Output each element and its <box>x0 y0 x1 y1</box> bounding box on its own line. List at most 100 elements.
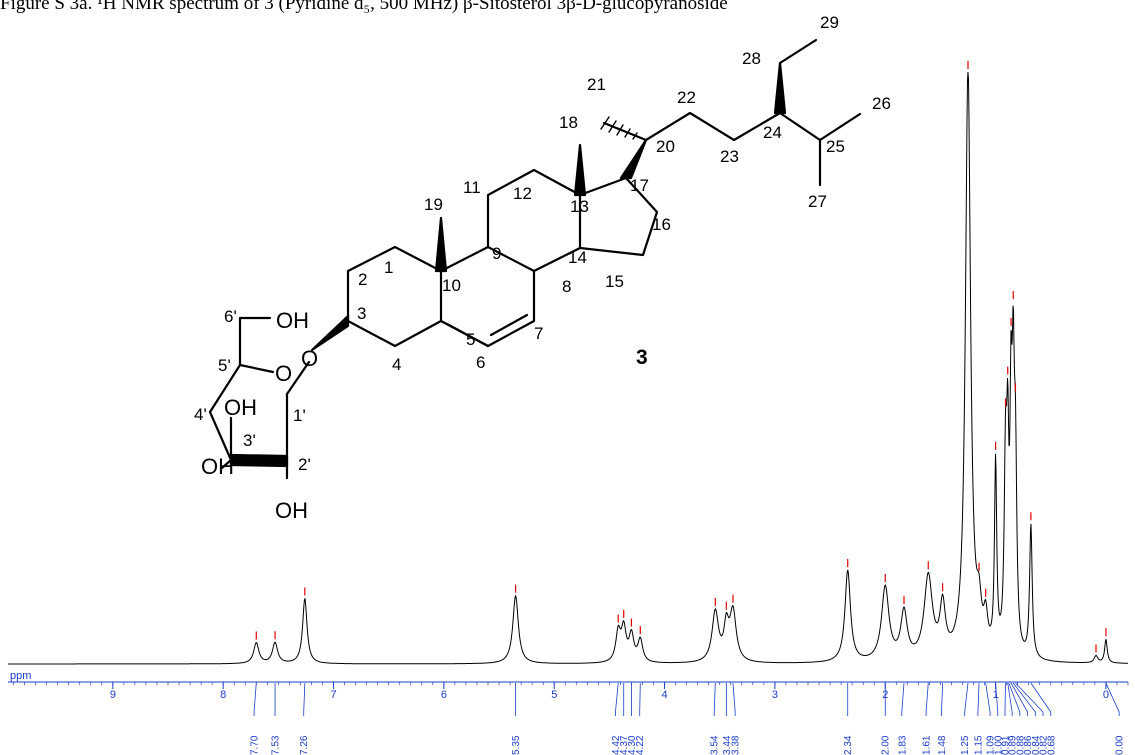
peak-label: 0.88 <box>1015 735 1026 755</box>
oh-label: OH <box>275 498 308 523</box>
peak-label: 3.54 <box>710 735 721 755</box>
x-tick-label: 8 <box>220 689 226 701</box>
atom-label: 4' <box>194 405 207 424</box>
peak-label: 0.00 <box>1115 735 1126 755</box>
figure-caption: Figure S 3a. ¹H NMR spectrum of 3 (Pyrid… <box>0 0 728 14</box>
peak-leader-line <box>1030 682 1052 716</box>
peak-label: 0.89 <box>1008 735 1019 755</box>
atom-label: 29 <box>820 13 839 32</box>
atom-label: 22 <box>677 88 696 107</box>
peak-leader-line <box>639 682 641 716</box>
atom-label: 24 <box>763 123 782 142</box>
structure-labels: 1 2 3 4 5 6 7 8 9 10 11 12 13 14 15 16 1… <box>194 13 891 523</box>
atom-label: 25 <box>826 137 845 156</box>
x-tick-label: 4 <box>662 689 668 701</box>
x-tick-label: 9 <box>110 689 116 701</box>
peak-label: 0.86 <box>1023 735 1034 755</box>
atom-label: 23 <box>720 147 739 166</box>
atom-label: 1 <box>384 258 393 277</box>
atom-label: 17 <box>630 176 649 195</box>
peak-leader-line <box>253 682 257 716</box>
peak-label: 1.61 <box>922 735 933 755</box>
peak-leader-line <box>941 682 944 716</box>
glycosidic-oxygen-label: O <box>301 346 318 371</box>
peak-leader-line <box>1004 682 1006 716</box>
peak-label: 0.91 <box>1000 735 1011 755</box>
peak-leader-line <box>713 682 716 716</box>
peak-leader-line <box>732 682 736 716</box>
peak-leader-line <box>1105 682 1120 716</box>
x-tick-label: 6 <box>441 689 447 701</box>
peak-leader-line <box>1008 682 1021 716</box>
x-tick-label: 3 <box>772 689 778 701</box>
axis-unit-label: ppm <box>10 670 31 682</box>
oh-label: OH <box>201 454 234 479</box>
x-tick-label: 0 <box>1103 689 1109 701</box>
peak-leader-line <box>901 682 905 716</box>
peak-label: 7.53 <box>271 735 282 755</box>
peak-label: 2.34 <box>843 735 854 755</box>
peak-label: 4.22 <box>635 735 646 755</box>
peak-label: 1.15 <box>973 735 984 755</box>
peak-label: 7.26 <box>299 735 310 755</box>
atom-label: 5 <box>466 330 475 349</box>
peak-leader-line <box>1007 682 1013 716</box>
atom-label: 9 <box>492 244 501 263</box>
peak-leader-line <box>925 682 929 716</box>
atom-label: 3 <box>357 304 366 323</box>
peak-leader-line <box>964 682 969 716</box>
atom-label: 21 <box>587 75 606 94</box>
peak-label: 4.37 <box>619 735 630 755</box>
peak-label: 0.84 <box>1031 735 1042 755</box>
atom-label: 10 <box>442 276 461 295</box>
x-tick-label: 1 <box>993 689 999 701</box>
peak-label: 4.30 <box>627 735 638 755</box>
peak-label: 3.38 <box>731 735 742 755</box>
peak-label: 1.09 <box>986 735 997 755</box>
chemical-structure <box>208 38 862 480</box>
compound-number: 3 <box>636 346 648 369</box>
atom-label: 19 <box>424 195 443 214</box>
atom-label: 6' <box>224 307 237 326</box>
atom-label: 14 <box>568 248 587 267</box>
atom-label: 7 <box>534 324 543 343</box>
atom-label: 5' <box>218 356 231 375</box>
atom-label: 11 <box>463 178 481 197</box>
peak-leader-line <box>1012 682 1036 716</box>
atom-label: 3' <box>243 431 256 450</box>
atom-label: 4 <box>392 355 401 374</box>
x-tick-label: 5 <box>551 689 557 701</box>
peak-leader-line <box>995 682 999 716</box>
ring-oxygen-label: O <box>275 361 292 386</box>
peak-label: 3.44 <box>722 735 733 755</box>
atom-label: 6 <box>476 353 485 372</box>
peak-label: 1.83 <box>897 735 908 755</box>
peak-label: 1.00 <box>993 735 1004 755</box>
peak-label: 2.00 <box>881 735 892 755</box>
atom-label: 16 <box>652 215 671 234</box>
atom-label: 28 <box>742 49 761 68</box>
peak-leader-line <box>977 682 980 716</box>
atom-label: 20 <box>656 137 675 156</box>
peak-leader-line <box>1010 682 1028 716</box>
peak-leader-line <box>1015 682 1044 716</box>
atom-label: 15 <box>605 272 624 291</box>
peak-label: 4.42 <box>611 735 622 755</box>
peak-label: 5.35 <box>511 735 522 755</box>
x-tick-label: 7 <box>331 689 337 701</box>
peak-leader-line <box>615 682 619 716</box>
peak-label: 0.82 <box>1039 735 1050 755</box>
atom-label: 1' <box>293 406 306 425</box>
atom-label: 2 <box>358 270 367 289</box>
peak-label: 1.25 <box>960 735 971 755</box>
peak-leader-line <box>303 682 306 716</box>
peak-leader-line <box>985 682 991 716</box>
atom-label: 18 <box>559 113 578 132</box>
peak-label: 0.68 <box>1046 735 1057 755</box>
atom-label: 8 <box>562 277 571 296</box>
atom-label: 26 <box>872 94 891 113</box>
atom-label: 2' <box>298 455 311 474</box>
atom-label: 12 <box>513 184 532 203</box>
atom-label: 13 <box>570 197 589 216</box>
